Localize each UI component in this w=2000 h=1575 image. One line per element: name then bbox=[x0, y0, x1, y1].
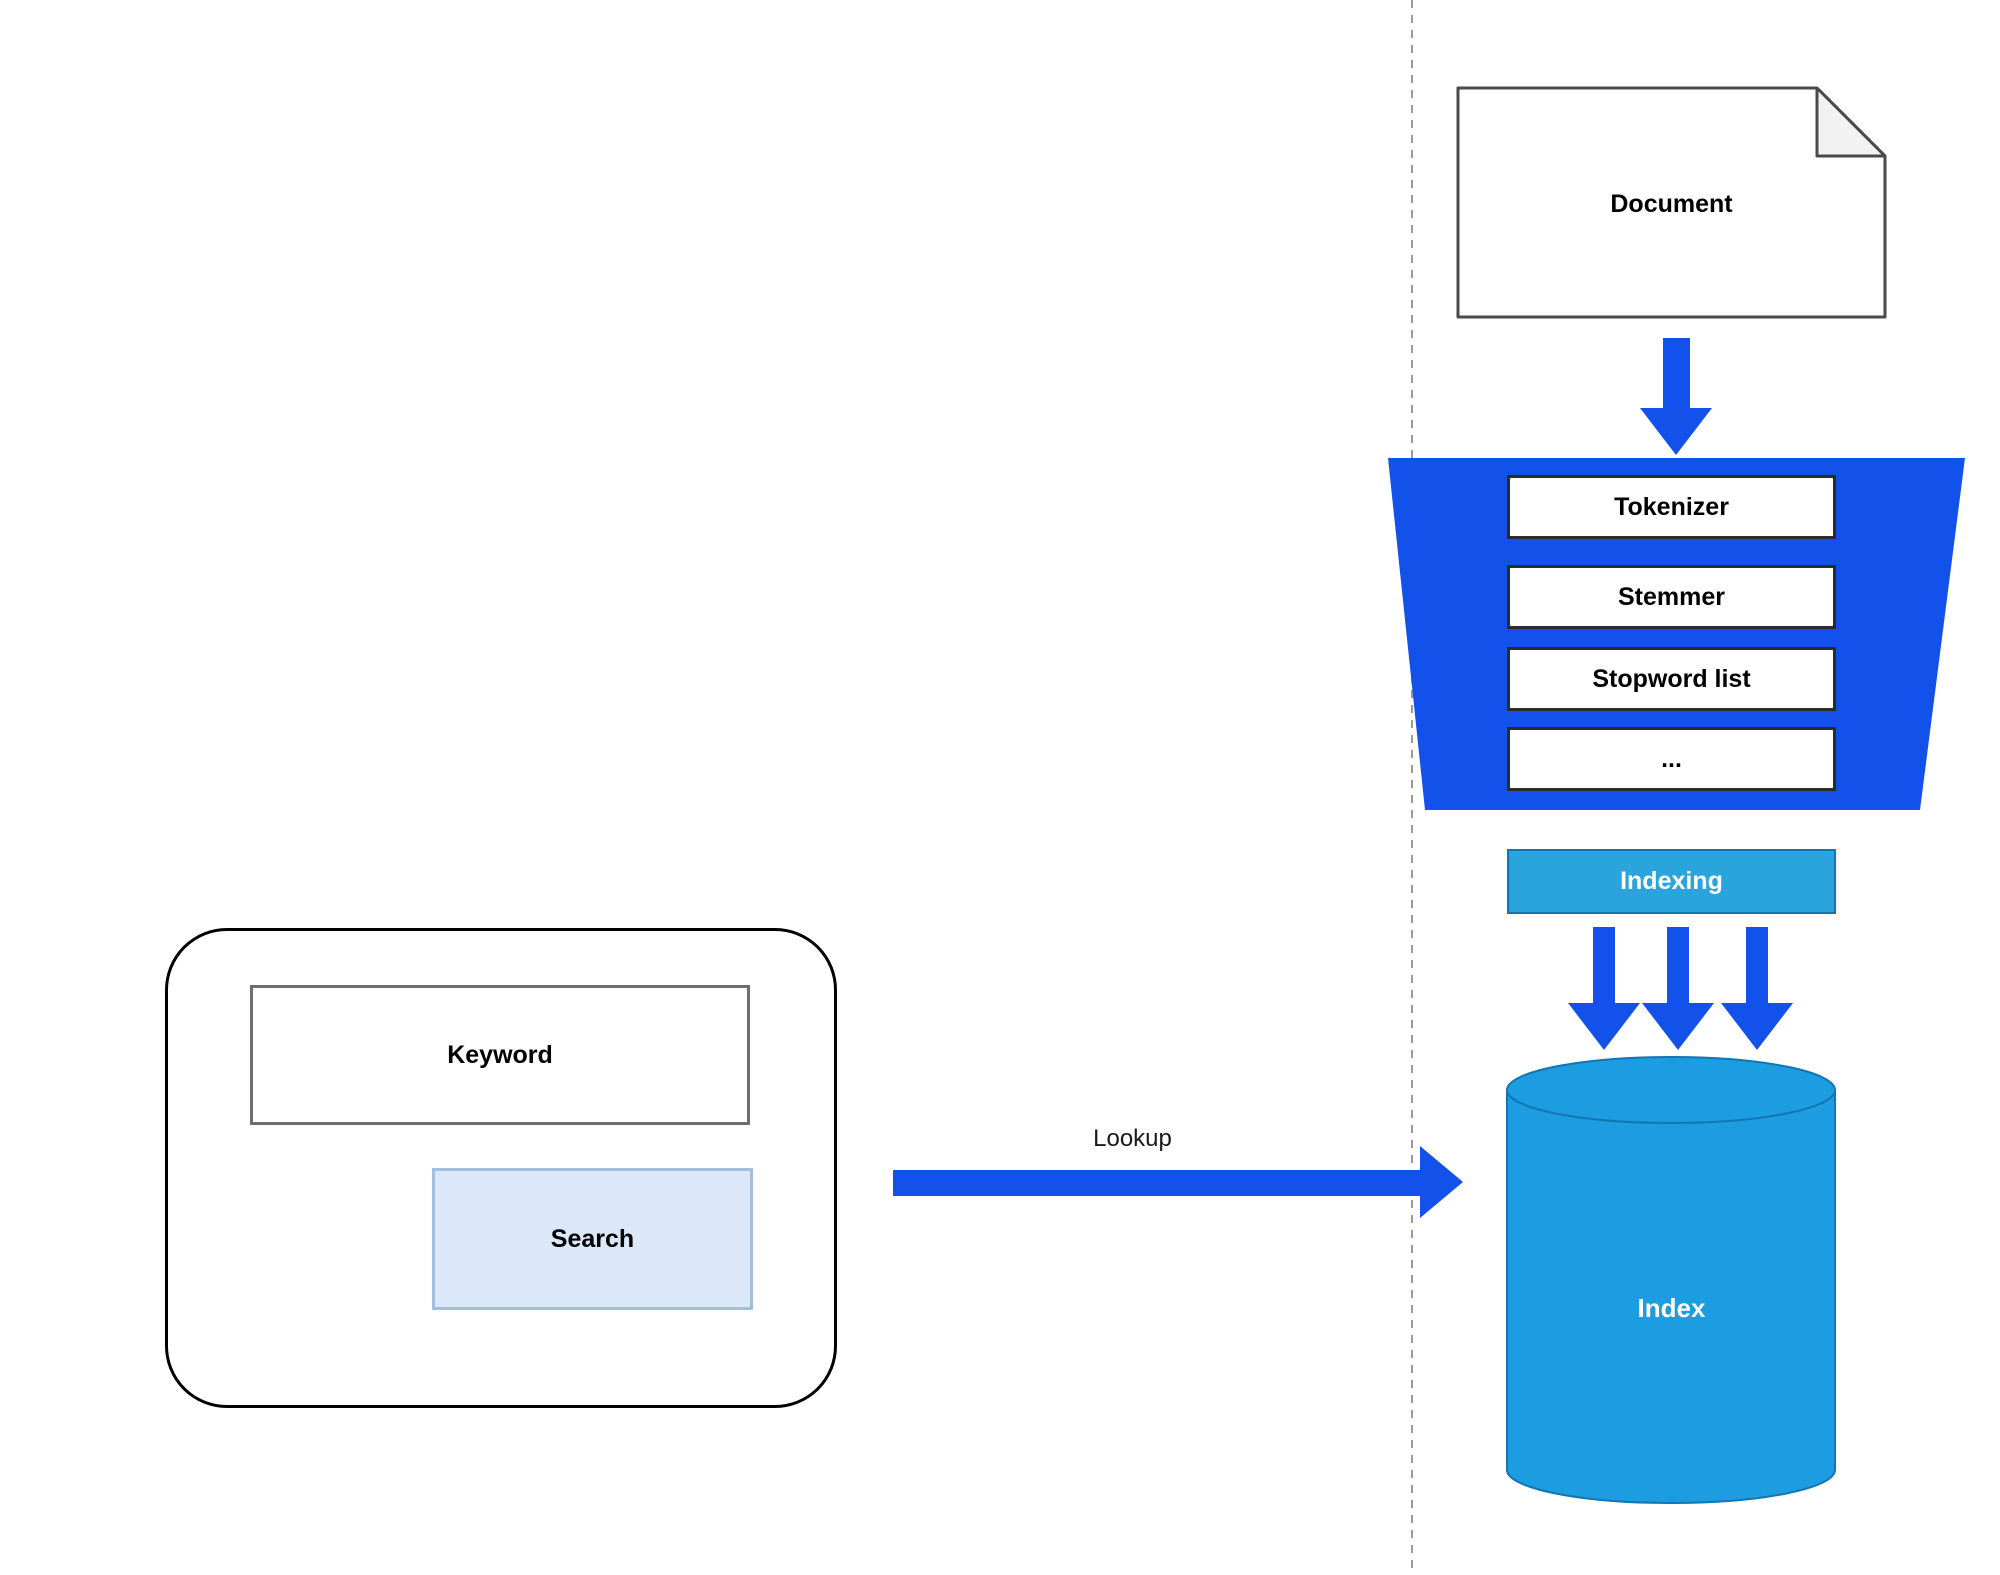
index-cylinder-top bbox=[1506, 1056, 1836, 1124]
lookup-arrow-icon bbox=[893, 1146, 1463, 1218]
document-label: Document bbox=[1610, 189, 1733, 218]
search-button[interactable]: Search bbox=[432, 1168, 753, 1310]
document-to-funnel-arrow-icon bbox=[1640, 338, 1712, 455]
document-fold-corner-icon bbox=[1815, 86, 1887, 158]
lookup-arrow-label: Lookup bbox=[1093, 1125, 1172, 1152]
document-shape bbox=[1456, 86, 1887, 319]
indexing-to-index-arrow-middle-icon bbox=[1642, 927, 1714, 1050]
keyword-field-label: Keyword bbox=[447, 1040, 553, 1069]
pipeline-step-stopword-list: Stopword list bbox=[1507, 647, 1836, 711]
indexing-stage-label: Indexing bbox=[1620, 867, 1723, 895]
index-cylinder-body bbox=[1506, 1090, 1836, 1504]
pipeline-step-stopword-list-label: Stopword list bbox=[1592, 664, 1751, 693]
search-button-label: Search bbox=[550, 1224, 635, 1253]
index-store-label: Index bbox=[1637, 1292, 1706, 1323]
pipeline-step-ellipsis: ... bbox=[1507, 727, 1836, 791]
keyword-field[interactable]: Keyword bbox=[250, 985, 750, 1125]
indexing-stage-bar: Indexing bbox=[1507, 849, 1836, 914]
pipeline-step-tokenizer-label: Tokenizer bbox=[1614, 492, 1729, 521]
pipeline-step-ellipsis-label: ... bbox=[1661, 744, 1682, 773]
indexing-to-index-arrow-right-icon bbox=[1721, 927, 1793, 1050]
pipeline-step-stemmer-label: Stemmer bbox=[1618, 582, 1725, 611]
analysis-funnel-shape bbox=[1388, 458, 1965, 810]
indexing-to-index-arrow-left-icon bbox=[1568, 927, 1640, 1050]
pipeline-step-tokenizer: Tokenizer bbox=[1507, 475, 1836, 539]
pipeline-step-stemmer: Stemmer bbox=[1507, 565, 1836, 629]
